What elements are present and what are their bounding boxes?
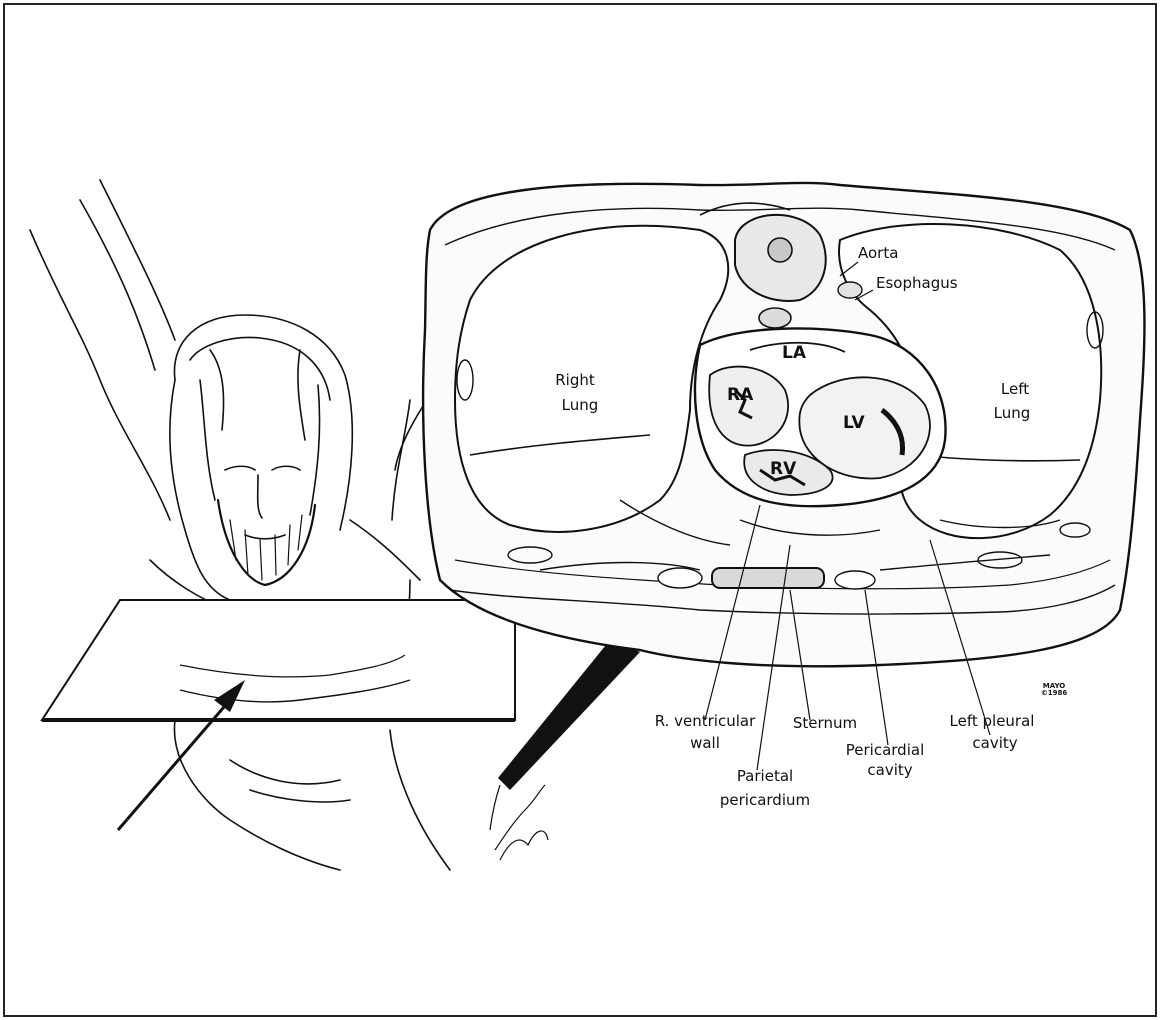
cross-section — [423, 183, 1144, 666]
label-pericardial-2: cavity — [845, 761, 935, 779]
label-parietal-2: pericardium — [705, 791, 825, 809]
label-lv: LV — [843, 414, 865, 432]
label-ra: RA — [727, 386, 753, 404]
mayo-mark: MAYO ©1986 — [1038, 683, 1070, 697]
label-parietal-1: Parietal — [720, 767, 810, 785]
label-left-lung-1: Left — [985, 380, 1045, 398]
label-r-ventricular-1: R. ventricular — [630, 712, 780, 730]
label-left-lung-2: Lung — [982, 404, 1042, 422]
label-aorta: Aorta — [858, 244, 898, 262]
label-sternum: Sternum — [780, 714, 870, 732]
label-la: LA — [782, 344, 806, 362]
label-left-pleural-1: Left pleural — [932, 712, 1052, 730]
slice-plane — [42, 600, 515, 720]
label-right-lung-2: Lung — [545, 396, 615, 414]
label-esophagus: Esophagus — [876, 274, 958, 292]
label-left-pleural-2: cavity — [945, 734, 1045, 752]
label-right-lung-1: Right — [540, 371, 610, 389]
mayo-mark-line2: ©1986 — [1038, 690, 1070, 697]
label-r-ventricular-2: wall — [655, 734, 755, 752]
label-pericardial-1: Pericardial — [830, 741, 940, 759]
label-rv: RV — [770, 460, 796, 478]
